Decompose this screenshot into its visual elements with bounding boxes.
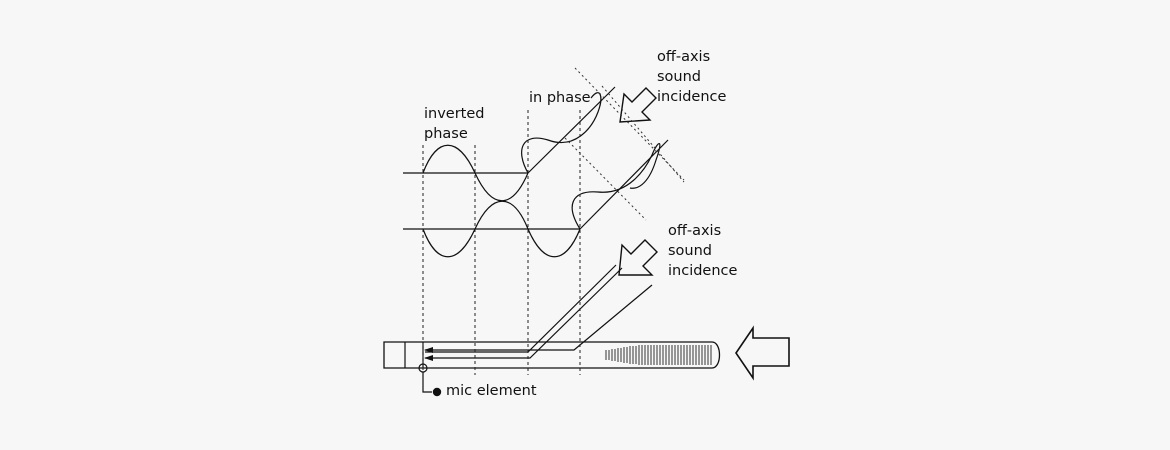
label-mic-element: mic element <box>446 383 537 399</box>
label-inverted: inverted <box>424 106 485 122</box>
label-off-axis-mid-1: off-axis <box>668 223 722 239</box>
lower-diagonal-line <box>579 139 669 230</box>
label-off-axis-top-3: incidence <box>657 89 727 105</box>
wavefront-guide-3 <box>601 85 685 183</box>
front-sound-arrow <box>735 325 790 381</box>
interference-slots <box>605 345 712 365</box>
off-axis-arrow-top <box>619 87 657 123</box>
label-off-axis-mid-3: incidence <box>668 263 738 279</box>
sound-path-outer <box>425 284 653 351</box>
upper-wave-horizontal <box>422 144 529 202</box>
wavefront-guide-2 <box>564 137 647 221</box>
off-axis-arrow-middle <box>618 239 658 276</box>
arrowhead-1 <box>424 347 433 353</box>
lower-diagonal-wave <box>571 143 661 230</box>
label-off-axis-mid-2: sound <box>668 243 713 259</box>
mic-tube <box>383 341 721 369</box>
lower-wave-horizontal <box>422 200 581 258</box>
label-off-axis-top-1: off-axis <box>657 49 711 65</box>
wavefront-guide-1 <box>574 67 685 181</box>
mic-element-marker <box>418 363 432 393</box>
sound-path-lowest <box>425 267 623 359</box>
upper-diagonal-wave <box>521 92 602 174</box>
mic-element-dot <box>432 387 442 397</box>
label-off-axis-top-2: sound <box>657 69 702 85</box>
label-in-phase: in phase <box>529 90 591 106</box>
arrowhead-2 <box>424 355 433 361</box>
label-phase: phase <box>424 126 468 142</box>
